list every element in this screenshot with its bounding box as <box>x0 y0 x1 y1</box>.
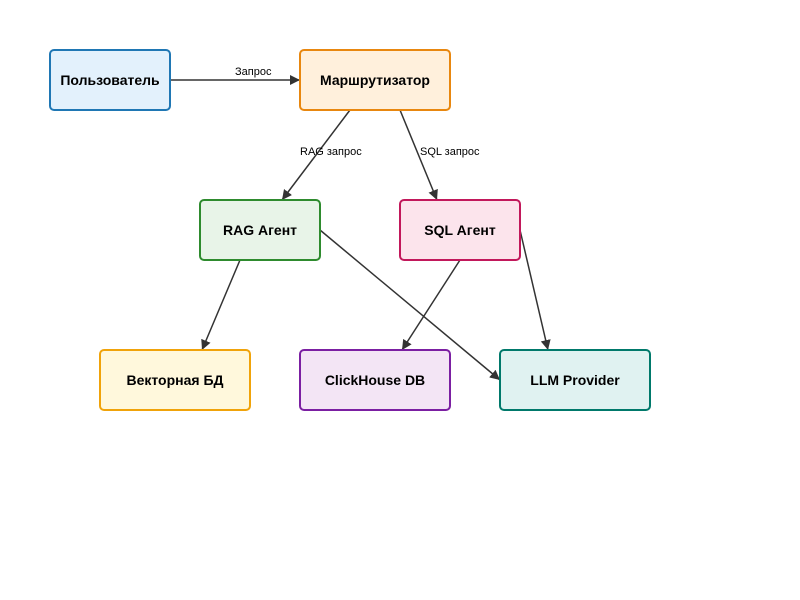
edge-label-sql-request: SQL запрос <box>420 146 480 158</box>
edge-label-rag-request: RAG запрос <box>300 146 362 158</box>
node-box <box>199 199 321 261</box>
node-clickhouse-db: ClickHouse DB <box>299 349 451 411</box>
edge-line <box>319 229 501 381</box>
node-label-user: Пользователь <box>60 72 160 88</box>
edge-line <box>519 229 551 351</box>
node-label-router: Маршрутизатор <box>320 72 430 88</box>
node-sql-agent: SQL Агент <box>399 199 521 261</box>
edge-user-router: Запрос <box>170 66 300 85</box>
node-llm-provider: LLM Provider <box>499 349 651 411</box>
edge-router-rag: RAG запрос <box>281 109 362 201</box>
node-label-clickhouse-db: ClickHouse DB <box>325 372 425 388</box>
node-box <box>499 349 651 411</box>
node-label-vector-db: Векторная БД <box>126 372 223 388</box>
node-box <box>299 349 451 411</box>
edge-rag-vector <box>201 259 241 351</box>
node-vector-db: Векторная БД <box>99 349 251 411</box>
node-box <box>399 199 521 261</box>
node-box <box>49 49 171 111</box>
node-label-sql-agent: SQL Агент <box>424 222 496 238</box>
edge-sql-llm <box>519 229 551 351</box>
node-user: Пользователь <box>49 49 171 111</box>
edge-sql-clickhouse <box>401 259 461 351</box>
edge-line <box>281 109 351 201</box>
edge-line <box>401 259 461 351</box>
edge-router-sql: SQL запрос <box>399 109 480 201</box>
edge-rag-llm <box>319 229 501 381</box>
node-rag-agent: RAG Агент <box>199 199 321 261</box>
node-box <box>99 349 251 411</box>
node-label-llm-provider: LLM Provider <box>530 372 620 388</box>
edge-line <box>399 109 438 201</box>
node-box <box>299 49 451 111</box>
node-label-rag-agent: RAG Агент <box>223 222 297 238</box>
edge-line <box>201 259 241 351</box>
edge-label-request: Запрос <box>235 66 272 78</box>
node-router: Маршрутизатор <box>299 49 451 111</box>
